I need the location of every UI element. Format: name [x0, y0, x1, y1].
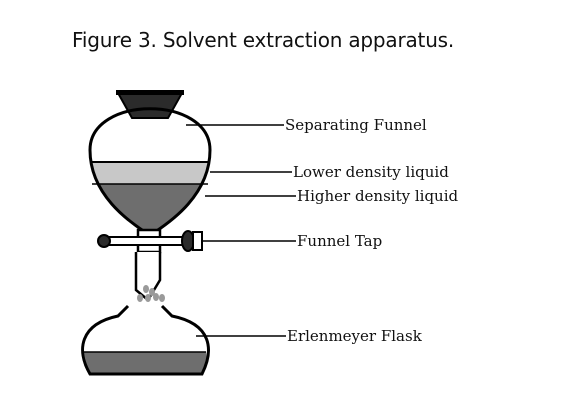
lower-density-layer — [90, 162, 210, 184]
separating-funnel — [88, 107, 212, 234]
funnel-tap — [97, 228, 203, 254]
stopper — [116, 90, 184, 119]
label-separating-funnel: Separating Funnel — [285, 116, 427, 134]
liquid-drops — [137, 285, 165, 302]
label-lower-density-liquid: Lower density liquid — [293, 163, 449, 181]
erlenmeyer-flask — [81, 304, 210, 376]
figure-caption: Figure 3. Solvent extraction apparatus. — [72, 28, 454, 52]
label-funnel-tap: Funnel Tap — [297, 232, 382, 250]
funnel-stem — [134, 252, 162, 302]
label-erlenmeyer-flask: Erlenmeyer Flask — [287, 327, 423, 345]
figure-caption-text: Solvent extraction apparatus. — [162, 28, 455, 52]
label-higher-density-liquid: Higher density liquid — [297, 187, 459, 205]
leader-lines — [186, 124, 296, 337]
figure-number: Figure 3. — [72, 28, 157, 52]
